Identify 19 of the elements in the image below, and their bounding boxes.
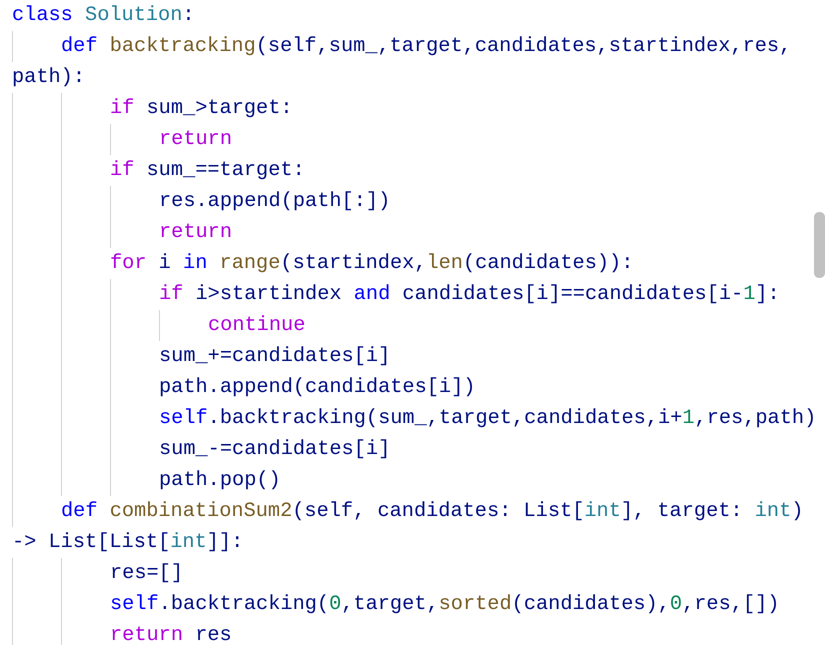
code-line: self.backtracking(sum_,target,candidates,i+1,res,path)	[158, 406, 818, 432]
code-line: self.backtracking(0,target,sorted(candidates),0,res,[])	[109, 592, 780, 618]
code-line: class Solution:	[12, 3, 196, 29]
code-line: return	[158, 127, 234, 153]
code-line: for i in range(startindex,len(candidates)):	[109, 251, 634, 277]
code-line: res.append(path[:])	[158, 189, 392, 215]
code-line: path.pop()	[158, 468, 282, 494]
code-line: if sum_==target:	[109, 158, 306, 184]
code-line: if i>startindex and candidates[i]==candidates[i-1]:	[158, 282, 781, 308]
code-line: sum_-=candidates[i]	[158, 437, 392, 463]
code-line: if sum_>target:	[109, 96, 294, 122]
code-line: res=[]	[109, 561, 184, 587]
code-line: return	[158, 220, 234, 246]
code-line: sum_+=candidates[i]	[158, 344, 392, 370]
code-line: continue	[207, 313, 306, 339]
code-line: def backtracking(self,sum_,target,candidates,startindex,res, path):	[12, 34, 792, 91]
code-line: return res	[109, 623, 233, 645]
code-line: def combinationSum2(self, candidates: List[int], target: int) -> List[List[int]]:	[12, 499, 804, 556]
code-line: path.append(candidates[i])	[158, 375, 476, 401]
